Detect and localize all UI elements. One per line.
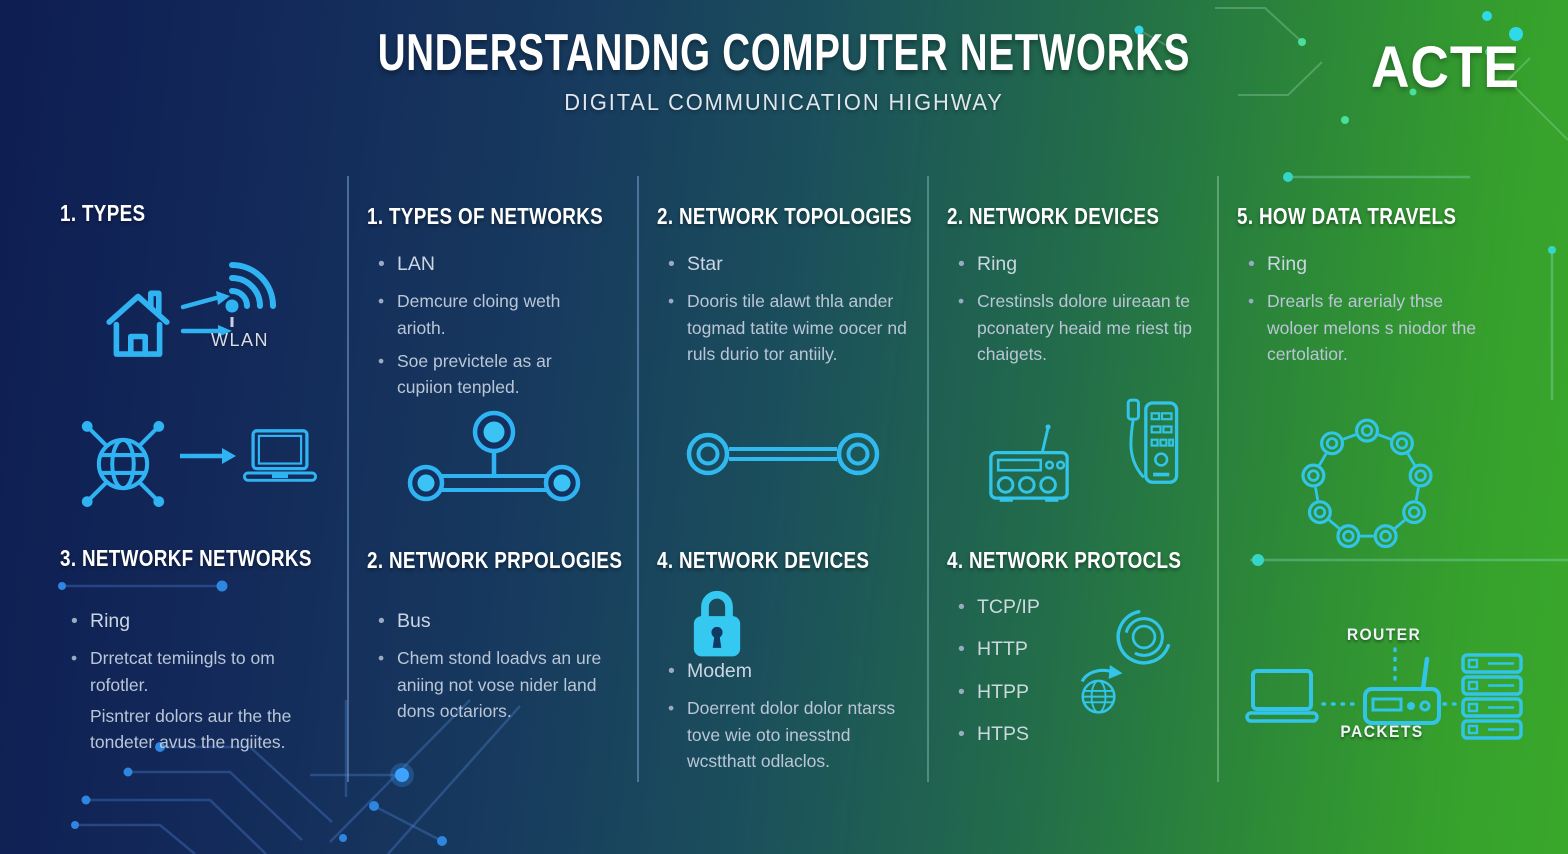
section-title: 2. NETWORK DEVICES xyxy=(947,203,1160,229)
column-devices: 2. NETWORK DEVICES Ring Crestinsls dolor… xyxy=(947,195,1205,787)
network-path-diagram xyxy=(1245,647,1523,740)
bullet-list: Star Dooris tile alawt thla ander togmad… xyxy=(661,250,909,374)
list-item: Demcure cloing weth arioth. xyxy=(371,288,611,341)
list-item: Pisntrer dolors aur the the tondeter avu… xyxy=(90,705,292,752)
ring-topology-icon xyxy=(1301,418,1433,549)
arrow-right-icon xyxy=(180,448,236,464)
section-title: 4. NETWORK DEVICES xyxy=(657,547,870,573)
list-item: Drretcat temiingls to om rofotler. xyxy=(64,645,316,698)
lock-icon xyxy=(693,590,741,657)
bullet-list: Ring Drretcat temiingls to om rofotler. … xyxy=(64,607,316,762)
section-title: 2. NETWORK TOPOLOGIES xyxy=(657,203,912,229)
list-item: Drearls fe arerialy thse woloer melons s… xyxy=(1241,288,1496,367)
column-types-of-networks: 1. TYPES OF NETWORKS LAN Demcure cloing … xyxy=(367,195,625,787)
arrow-right-icon xyxy=(180,291,232,337)
column-divider xyxy=(347,176,349,782)
protocol-list: TCP/IP HTTP HTPP HTPS xyxy=(951,593,1101,762)
bullet-list: Modem Doerrent dolor dolor ntarss tove w… xyxy=(661,657,909,781)
packets-label: PACKETS xyxy=(1340,722,1424,741)
column-divider xyxy=(927,176,929,782)
section-title: 1. TYPES OF NETWORKS xyxy=(367,203,604,229)
network-tester-icon xyxy=(1126,398,1179,484)
column-how-data-travels: 5. HOW DATA TRAVELS Ring Drearls fe arer… xyxy=(1237,195,1537,787)
globe-network-icon xyxy=(81,421,165,507)
section-title: 3. NETWORKF NETWORKS xyxy=(60,545,312,571)
bullet-list: Bus Chem stond loadvs an ure aniing not … xyxy=(371,607,611,731)
bullet-list: Ring Crestinsls dolore uireaan te pconat… xyxy=(951,250,1196,374)
column-topologies: 2. NETWORK TOPOLOGIES Star Dooris tile a… xyxy=(657,195,915,787)
wifi-icon xyxy=(225,262,276,327)
section-title: 5. HOW DATA TRAVELS xyxy=(1237,203,1457,229)
list-item: Ring xyxy=(1241,250,1496,280)
column-divider xyxy=(1217,176,1219,782)
bullet-list: LAN Demcure cloing weth arioth. Soe prev… xyxy=(371,250,611,407)
house-icon xyxy=(106,290,170,357)
section-title: 2. NETWORK PRPOLOGIES xyxy=(367,547,623,573)
list-item: Soe previctele as ar cupiion tenpled. xyxy=(371,348,611,401)
bullet-list: Ring Drearls fe arerialy thse woloer mel… xyxy=(1241,250,1496,374)
list-item: HTTP xyxy=(951,635,1101,665)
laptop-icon xyxy=(242,429,318,482)
list-item: Ring xyxy=(951,250,1196,280)
list-item: LAN xyxy=(371,250,611,280)
radio-modem-icon xyxy=(989,424,1069,502)
list-item: Ring xyxy=(64,607,316,637)
point-to-point-icon xyxy=(686,432,880,476)
column-divider xyxy=(637,176,639,782)
header: UNDERSTANDNG COMPUTER NETWORKS DIGITAL C… xyxy=(0,26,1568,116)
list-item: HTPS xyxy=(951,720,1101,750)
list-item: Modem xyxy=(661,657,909,687)
section-title: 1. TYPES xyxy=(60,200,146,226)
section-title: 4. NETWORK PROTOCLS xyxy=(947,547,1182,573)
list-item: Chem stond loadvs an ure aniing not vose… xyxy=(371,645,611,724)
list-item: Doerrent dolor dolor ntarss tove wie oto… xyxy=(661,695,909,774)
page-title: UNDERSTANDNG COMPUTER NETWORKS xyxy=(377,24,1191,82)
router-label: ROUTER xyxy=(1346,625,1422,644)
list-item: Star xyxy=(661,250,909,280)
loading-arcs-icon xyxy=(1116,609,1172,665)
wlan-label: WLAN xyxy=(210,330,269,350)
page-subtitle: DIGITAL COMMUNICATION HIGHWAY xyxy=(564,88,1004,115)
globe-sync-icon xyxy=(1080,665,1123,714)
list-item: TCP/IP xyxy=(951,593,1101,623)
acte-logo: ACTE xyxy=(1371,35,1520,100)
bus-topology-icon xyxy=(407,410,581,502)
list-item: HTPP xyxy=(951,678,1101,708)
list-item: Dooris tile alawt thla ander togmad tati… xyxy=(661,288,909,367)
list-item: Bus xyxy=(371,607,611,637)
list-item: Crestinsls dolore uireaan te pconatery h… xyxy=(951,288,1196,367)
column-types: 1. TYPES WLAN xyxy=(60,195,340,787)
